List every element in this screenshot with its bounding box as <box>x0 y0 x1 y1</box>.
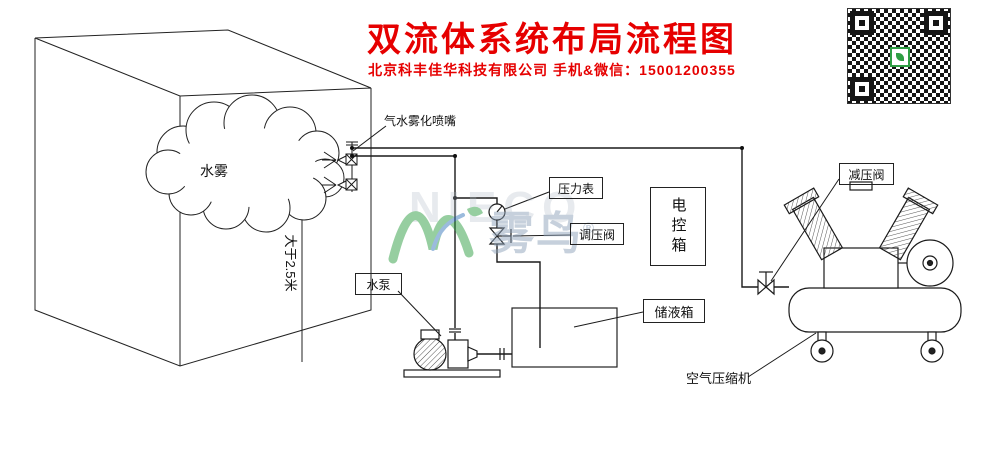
regulator-valve <box>488 227 512 245</box>
water-pump <box>403 329 501 378</box>
air-line <box>352 147 789 288</box>
cylinder-right <box>878 187 939 261</box>
leaf-icon <box>896 53 904 61</box>
nozzle-lower <box>322 176 358 194</box>
air-compressor <box>783 181 962 363</box>
storage-tank-label: 储液箱 <box>643 299 705 323</box>
regulator-valve-label: 调压阀 <box>570 223 624 245</box>
mist-cloud <box>145 94 345 233</box>
nozzle-upper <box>322 151 358 169</box>
pump-casing <box>447 339 469 369</box>
storage-tank <box>511 307 618 368</box>
gauge-branch <box>455 197 541 348</box>
water-pump-label: 水泵 <box>355 273 402 295</box>
reducing-valve-label: 减压阀 <box>839 163 894 185</box>
pump-motor <box>413 337 447 371</box>
page-title: 双流体系统布局流程图 <box>367 22 737 59</box>
leader-lines <box>352 125 840 378</box>
company-contact-line: 北京科丰佳华科技有限公司 手机&微信：15001200355 <box>368 62 736 78</box>
pump-reducer <box>467 346 478 362</box>
pressure-gauge-label: 压力表 <box>549 177 603 199</box>
cylinder-left <box>783 187 844 261</box>
electric-control-box-label: 电控箱 <box>669 196 687 257</box>
crankcase <box>823 247 899 289</box>
spray-room-box <box>34 29 372 367</box>
reducing-valve <box>757 271 775 296</box>
pipe-flanges <box>449 328 505 360</box>
water-line <box>352 155 456 328</box>
qr-finder-top-left <box>850 11 874 35</box>
qr-finder-top-right <box>924 11 948 35</box>
compressor-tank <box>788 287 962 333</box>
air-compressor-label: 空气压缩机 <box>686 371 752 386</box>
pressure-gauge <box>488 203 506 221</box>
height-dimension-label: 大于2.5米 <box>283 234 298 292</box>
mist-label: 水雾 <box>200 163 228 179</box>
intake-filter <box>849 181 873 191</box>
atomizing-nozzles <box>322 141 358 194</box>
qr-finder-bottom-left <box>850 77 874 101</box>
electric-control-box: 电控箱 <box>650 187 706 266</box>
qr-code <box>847 8 951 104</box>
qr-center-logo <box>890 47 910 67</box>
nozzle-label: 气水雾化喷嘴 <box>384 114 457 128</box>
pipe-junctions <box>350 146 744 200</box>
